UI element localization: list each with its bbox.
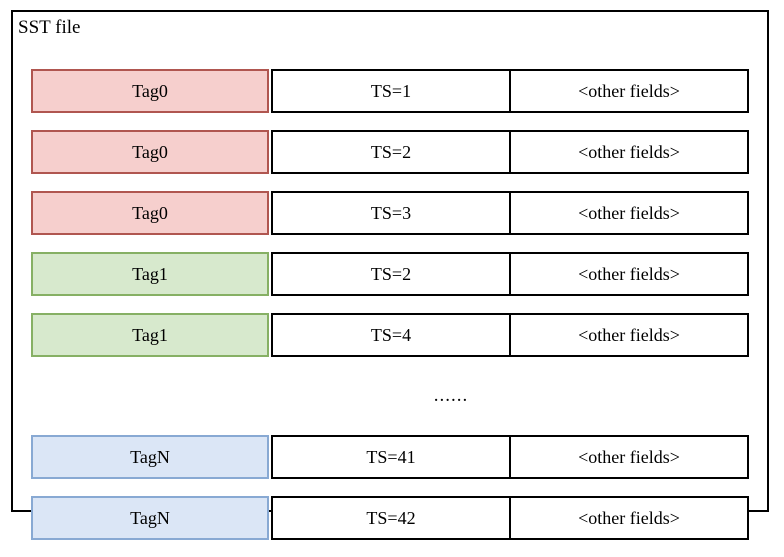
entry-timestamp-cell: TS=41 xyxy=(271,435,511,479)
entry-other-fields-cell: <other fields> xyxy=(509,69,749,113)
entry-other-fields-cell: <other fields> xyxy=(509,252,749,296)
entry-timestamp-cell: TS=42 xyxy=(271,496,511,540)
entry-tag-cell: TagN xyxy=(31,435,269,479)
ellipsis-text: ...... xyxy=(433,385,469,406)
ellipsis-row: ...... xyxy=(31,374,751,418)
entry-other-fields-cell: <other fields> xyxy=(509,130,749,174)
entry-other-fields-cell: <other fields> xyxy=(509,496,749,540)
entry-other-fields-cell: <other fields> xyxy=(509,435,749,479)
entry-tag-cell: Tag0 xyxy=(31,130,269,174)
entry-timestamp-cell: TS=4 xyxy=(271,313,511,357)
entry-tag-cell: Tag0 xyxy=(31,69,269,113)
entry-other-fields-cell: <other fields> xyxy=(509,313,749,357)
entry-tag-cell: Tag1 xyxy=(31,313,269,357)
sst-file-title: SST file xyxy=(18,17,81,38)
entry-tag-cell: TagN xyxy=(31,496,269,540)
entry-timestamp-cell: TS=1 xyxy=(271,69,511,113)
entry-timestamp-cell: TS=3 xyxy=(271,191,511,235)
entry-tag-cell: Tag1 xyxy=(31,252,269,296)
entry-timestamp-cell: TS=2 xyxy=(271,252,511,296)
entry-timestamp-cell: TS=2 xyxy=(271,130,511,174)
entry-tag-cell: Tag0 xyxy=(31,191,269,235)
entry-other-fields-cell: <other fields> xyxy=(509,191,749,235)
